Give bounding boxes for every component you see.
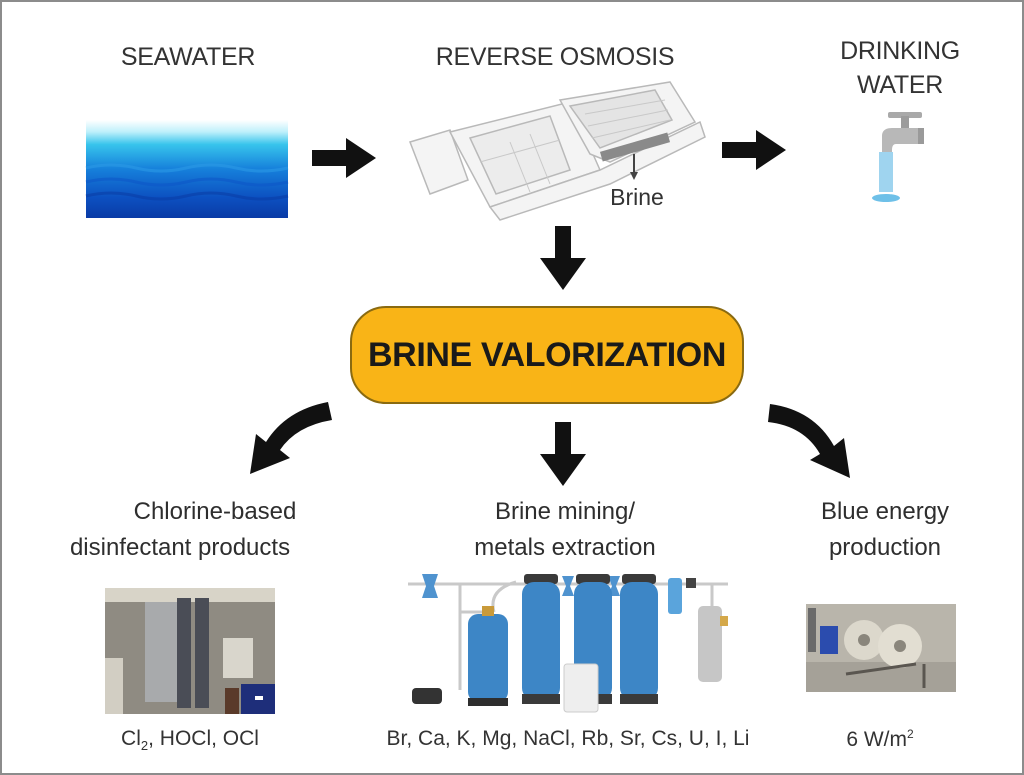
arrow-to-chlorine-branch: [250, 402, 332, 474]
power-density-superscript: 2: [906, 727, 914, 741]
arrow-to-mining-branch: [540, 422, 586, 486]
chlorine-branch-title-line1: Chlorine-based: [133, 498, 297, 525]
energy-branch-title-line2: production: [828, 534, 942, 561]
brine-valorization-box: BRINE VALORIZATION: [350, 306, 744, 404]
arrow-ro-to-drinking-water: [722, 130, 786, 170]
arrow-seawater-to-ro: [312, 138, 376, 178]
energy-branch-title: Blue energy production: [790, 494, 980, 566]
chlorine-products: Cl2, HOCl, OCl: [90, 727, 290, 753]
filtration-columns-illustration: [408, 574, 728, 713]
chlorine-products-rest: , HOCl, OCl: [148, 727, 259, 750]
mining-products: Br, Ca, K, Mg, NaCl, Rb, Sr, Cs, U, I, L…: [386, 727, 750, 750]
drinking-water-title: DRINKING WATER: [800, 34, 1000, 102]
blue-energy-power-density: 6 W/m2: [820, 727, 940, 752]
mining-branch-title-line2: metals extraction: [474, 534, 656, 561]
brine-valorization-label: BRINE VALORIZATION: [368, 335, 726, 374]
chlorine-products-cl: Cl: [121, 727, 141, 750]
seawater-title: SEAWATER: [120, 43, 256, 71]
brine-outlet-arrow: [630, 154, 638, 180]
arrow-ro-to-valorization: [540, 226, 586, 290]
reverse-osmosis-plant-image: [409, 81, 706, 221]
drinking-water-title-line2: WATER: [857, 71, 943, 99]
power-density-value: 6 W/m: [846, 728, 907, 751]
mining-branch-title: Brine mining/ metals extraction: [430, 494, 700, 566]
faucet-icon: [872, 112, 924, 202]
electrolysis-plant-photo: [105, 588, 275, 714]
drinking-water-title-line1: DRINKING: [840, 37, 960, 65]
arrow-to-energy-branch: [768, 404, 850, 478]
chlorine-products-subscript: 2: [140, 738, 149, 754]
reverse-electrodialysis-stack-photo: [806, 604, 956, 692]
brine-label: Brine: [610, 184, 664, 210]
seawater-image: [85, 120, 289, 218]
reverse-osmosis-title: REVERSE OSMOSIS: [435, 43, 675, 71]
energy-branch-title-line1: Blue energy: [820, 498, 950, 525]
chlorine-branch-title-line2: disinfectant products: [69, 534, 291, 561]
chlorine-branch-title: Chlorine-based disinfectant products: [30, 494, 330, 566]
mining-branch-title-line1: Brine mining/: [494, 498, 636, 525]
